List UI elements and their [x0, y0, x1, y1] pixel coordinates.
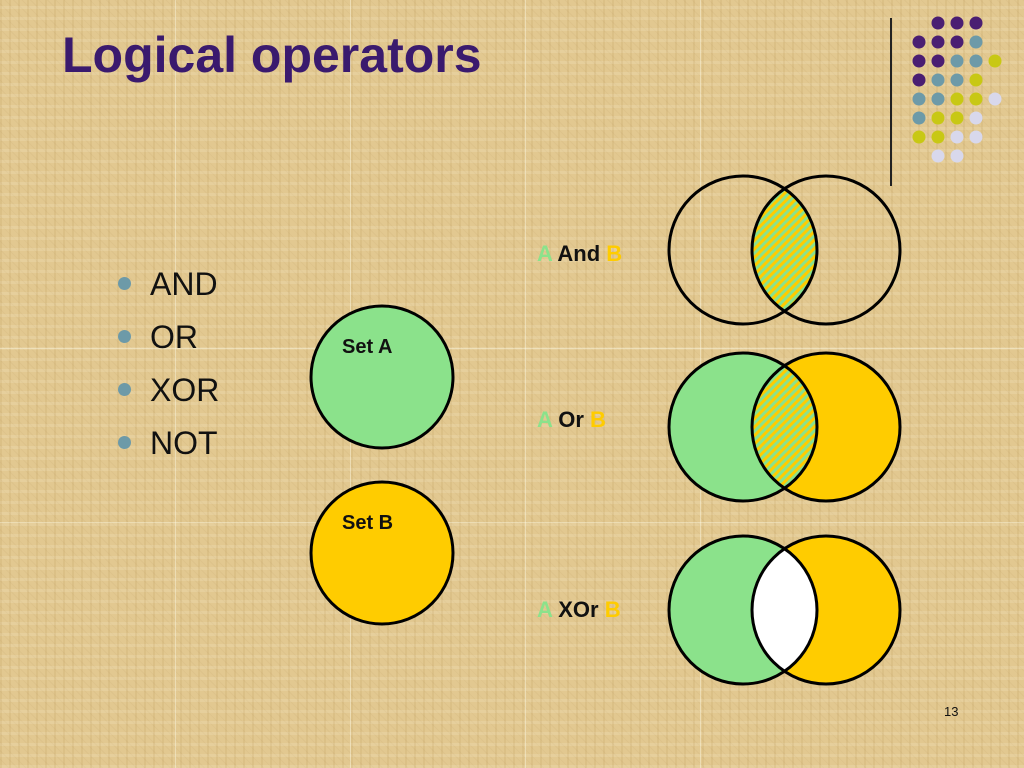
op-set-b: B: [604, 597, 621, 622]
decorative-dot: [931, 111, 945, 125]
grid-line: [0, 522, 1024, 523]
op-name: And: [557, 241, 601, 266]
decorative-dot: [969, 35, 983, 49]
decorative-dot: [931, 16, 945, 30]
operator-item: AND: [118, 262, 219, 315]
decorative-dot: [912, 54, 926, 68]
operator-item: NOT: [118, 421, 219, 474]
venn-and: [667, 174, 902, 326]
decorative-dot: [950, 54, 964, 68]
decorative-dot: [988, 54, 1002, 68]
decorative-dot: [931, 35, 945, 49]
decorative-dot: [969, 73, 983, 87]
operator-item: XOR: [118, 368, 219, 421]
op-or-label: A Or B: [537, 407, 606, 433]
grid-line: [0, 348, 1024, 349]
decorative-dot: [969, 54, 983, 68]
decorative-dot-grid: [912, 16, 1002, 163]
op-xor-label: A XOr B: [537, 597, 621, 623]
decorative-dot: [950, 16, 964, 30]
decorative-dot: [931, 73, 945, 87]
op-set-b: B: [606, 241, 623, 266]
decorative-dot: [950, 111, 964, 125]
bullet-icon: [118, 436, 131, 449]
op-name: XOr: [558, 597, 599, 622]
set-a-circle: [309, 304, 455, 450]
op-set-b: B: [590, 407, 606, 432]
set-b-label: Set B: [342, 512, 394, 534]
op-set-a: A: [537, 241, 553, 266]
decorative-dot: [950, 149, 964, 163]
decorative-dot: [931, 54, 945, 68]
op-set-a: A: [537, 597, 553, 622]
bullet-icon: [118, 277, 131, 290]
decorative-dot: [969, 16, 983, 30]
operator-label: OR: [150, 319, 198, 355]
grid-line: [175, 0, 176, 768]
decorative-dot: [931, 130, 945, 144]
decorative-dot: [912, 35, 926, 49]
decorative-dot: [950, 73, 964, 87]
operator-item: OR: [118, 315, 219, 368]
decorative-dot: [950, 35, 964, 49]
decorative-dot: [912, 111, 926, 125]
decorative-dot: [912, 130, 926, 144]
venn-or: [667, 351, 902, 503]
grid-line: [525, 0, 526, 768]
decorative-dot: [969, 111, 983, 125]
op-and-label: A And B: [537, 241, 622, 267]
decorative-dot: [950, 130, 964, 144]
operator-label: XOR: [150, 372, 220, 408]
bullet-icon: [118, 383, 131, 396]
set-b-circle: [309, 480, 455, 626]
decorative-dot: [969, 130, 983, 144]
slide-title: Logical operators: [62, 27, 482, 83]
decorative-dot: [931, 92, 945, 106]
op-name: Or: [558, 407, 584, 432]
operator-label: NOT: [150, 425, 218, 461]
decorative-dot: [931, 149, 945, 163]
venn-xor: [667, 534, 902, 686]
op-set-a: A: [537, 407, 553, 432]
bullet-icon: [118, 330, 131, 343]
decorative-dot: [912, 92, 926, 106]
decorative-dot: [912, 73, 926, 87]
decorative-divider: [890, 18, 892, 186]
operator-label: AND: [150, 266, 218, 302]
decorative-dot: [950, 92, 964, 106]
page-number: 13: [944, 704, 959, 719]
operator-list: AND OR XOR NOT: [118, 262, 219, 474]
decorative-dot: [969, 92, 983, 106]
set-a-label: Set A: [342, 336, 393, 358]
decorative-dot: [988, 92, 1002, 106]
